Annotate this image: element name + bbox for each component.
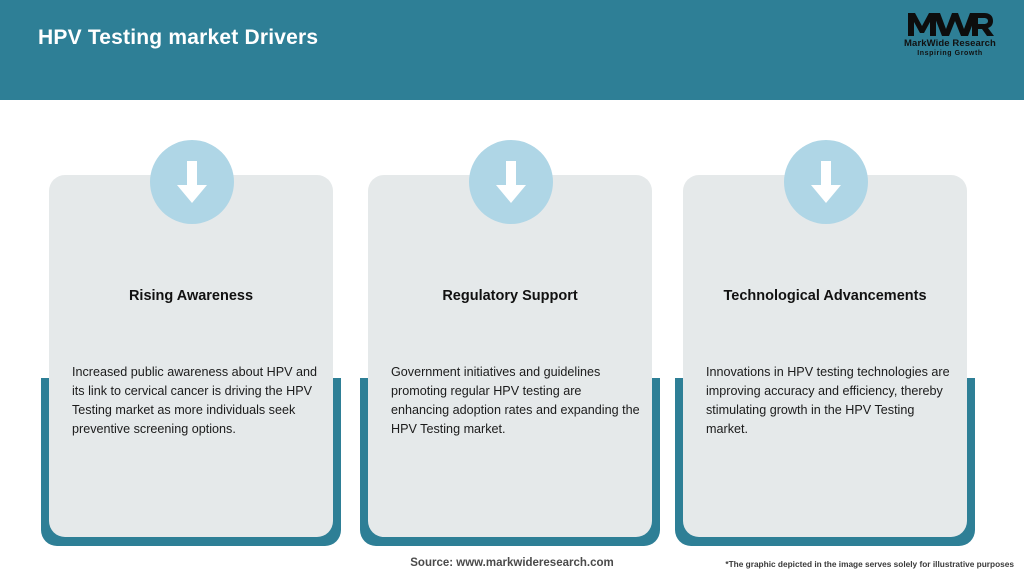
card-body-text: Innovations in HPV testing technologies …: [706, 365, 950, 436]
markwide-research-logo: MarkWide Research Inspiring Growth: [894, 10, 1006, 66]
driver-card[interactable]: Rising Awareness Increased public awaren…: [49, 175, 333, 537]
driver-column-3: Technological Advancements Innovations i…: [675, 140, 975, 546]
logo-tagline: Inspiring Growth: [917, 50, 983, 57]
card-title: Regulatory Support: [442, 288, 578, 304]
arrow-down-icon: [469, 140, 553, 224]
driver-card[interactable]: Technological Advancements Innovations i…: [683, 175, 967, 537]
driver-column-2: Regulatory Support Government initiative…: [360, 140, 660, 546]
arrow-down-icon: [150, 140, 234, 224]
source-label: Source: www.markwideresearch.com: [410, 557, 614, 569]
arrow-down-icon: [784, 140, 868, 224]
header-bar: HPV Testing market Drivers MarkWide Rese…: [0, 0, 1024, 100]
card-body-text: Government initiatives and guidelines pr…: [391, 365, 640, 436]
card-title: Technological Advancements: [723, 288, 927, 304]
driver-column-1: Rising Awareness Increased public awaren…: [41, 140, 341, 546]
page-title: HPV Testing market Drivers: [38, 26, 319, 49]
card-title: Rising Awareness: [128, 288, 254, 304]
logo-company-name: MarkWide Research: [904, 38, 996, 49]
driver-card[interactable]: Regulatory Support Government initiative…: [368, 175, 652, 537]
mwr-monogram-icon: [894, 10, 1006, 38]
card-body-text: Increased public awareness about HPV and…: [72, 365, 318, 436]
disclaimer-note: *The graphic depicted in the image serve…: [725, 559, 1014, 569]
